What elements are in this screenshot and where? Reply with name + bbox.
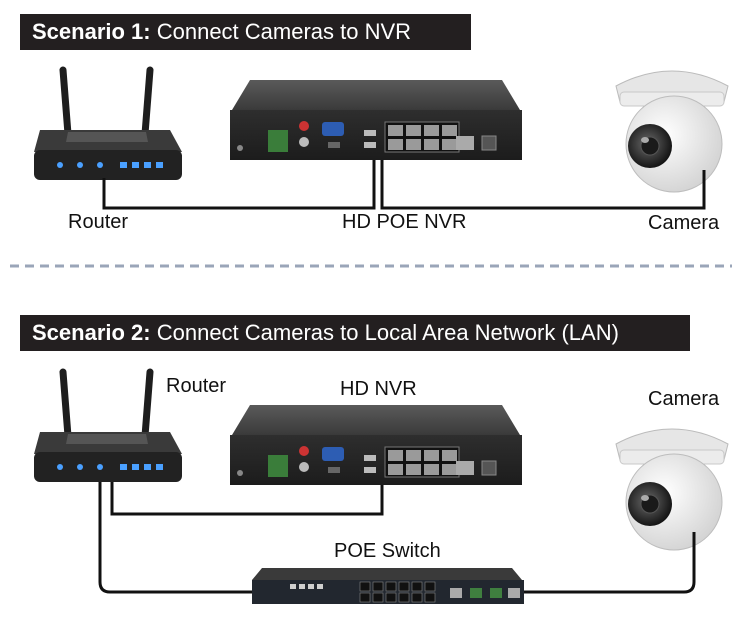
nvr-label: HD NVR <box>340 378 417 400</box>
poe-switch-icon <box>252 568 524 604</box>
scenario2-cables <box>98 482 696 594</box>
camera-label: Camera <box>648 212 720 234</box>
router-icon <box>34 372 182 482</box>
scenario2-title-rest: Connect Cameras to Local Area Network (L… <box>150 320 619 345</box>
router-label: Router <box>68 211 129 233</box>
camera-label: Camera <box>648 388 720 410</box>
router-icon <box>34 70 182 180</box>
scenario2-title-bold: Scenario 2: <box>32 320 151 345</box>
scenario2-title: Scenario 2: Connect Cameras to Local Are… <box>20 315 690 351</box>
scenario1-title-bold: Scenario 1: <box>32 19 151 44</box>
scenario1-title: Scenario 1: Connect Cameras to NVR <box>20 14 471 50</box>
router-label: Router <box>166 375 227 397</box>
camera-icon <box>615 428 729 551</box>
poe-nvr-icon <box>229 79 523 161</box>
scenario1-title-rest: Connect Cameras to NVR <box>150 19 412 44</box>
nvr-icon <box>229 404 523 486</box>
poe-switch-label: POE Switch <box>334 540 441 562</box>
poe-nvr-label: HD POE NVR <box>342 211 467 233</box>
scenario1-cables <box>102 160 706 210</box>
camera-icon <box>615 70 729 193</box>
